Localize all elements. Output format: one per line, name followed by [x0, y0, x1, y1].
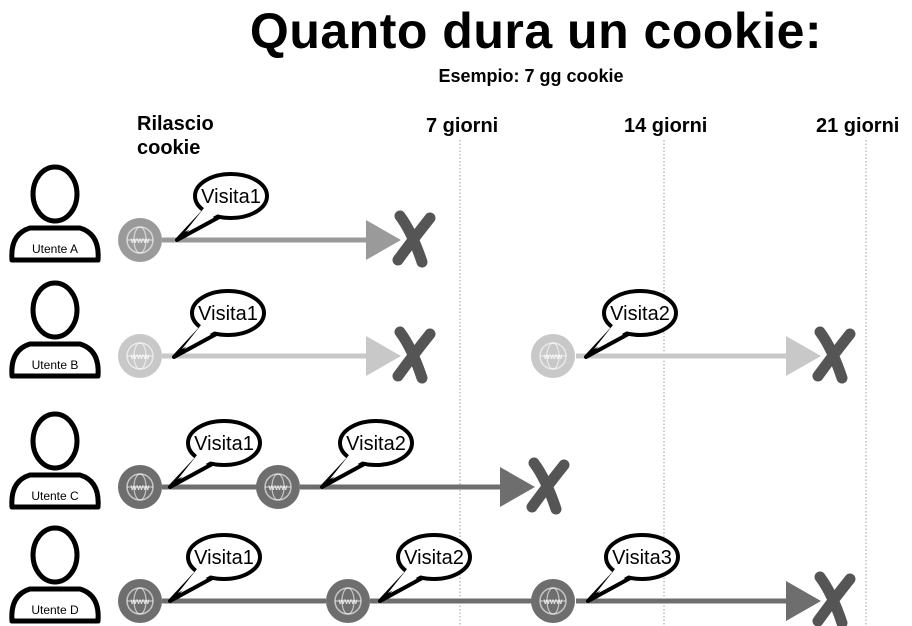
column-header-7-days: 7 giorni — [426, 115, 499, 137]
globe-text: www — [338, 597, 358, 606]
user-label: Utente B — [32, 358, 79, 372]
user-icon: Utente D — [9, 525, 101, 624]
visit-bubble: Visita2 — [320, 419, 414, 489]
visit-bubble: Visita1 — [175, 172, 269, 242]
user-body — [9, 341, 101, 379]
user-body — [9, 586, 101, 624]
user-head — [30, 525, 80, 585]
visit-label: Visita3 — [612, 547, 672, 569]
visit-label: Visita1 — [194, 433, 254, 455]
visit-bubble: Visita1 — [168, 533, 262, 603]
www-globe-icon: www — [531, 579, 575, 623]
www-globe-icon: www — [326, 579, 370, 623]
www-globe-icon: www — [118, 334, 162, 378]
globe-text: www — [130, 352, 150, 361]
bubble-body — [193, 172, 269, 220]
user-icon: Utente C — [9, 411, 101, 510]
visit-bubble: Visita3 — [586, 533, 680, 603]
user-icon: Utente B — [9, 280, 101, 379]
day-gridlines — [459, 140, 867, 626]
user-head — [30, 280, 80, 340]
user-body — [9, 472, 101, 510]
x-mark-icon — [392, 210, 436, 268]
www-globe-icon: www — [118, 465, 162, 509]
visit-label: Visita2 — [404, 547, 464, 569]
bubble-body — [604, 533, 680, 581]
visit-label: Visita2 — [610, 303, 670, 325]
www-globe-icon: www — [531, 334, 575, 378]
www-globe-icon: www — [118, 579, 162, 623]
x-mark-icon — [392, 326, 436, 384]
user-label: Utente C — [31, 489, 79, 503]
visit-bubble: Visita1 — [172, 289, 266, 359]
user-head — [30, 411, 80, 471]
user-body — [9, 225, 101, 263]
visit-label: Visita1 — [198, 303, 258, 325]
x-mark-icon — [526, 457, 570, 515]
visit-bubble: Visita2 — [584, 289, 678, 359]
www-globe-icon: www — [256, 465, 300, 509]
bubble-body — [190, 289, 266, 337]
globe-text: www — [543, 352, 563, 361]
x-mark-icon — [812, 571, 856, 626]
user-label: Utente A — [32, 242, 78, 256]
globe-text: www — [130, 483, 150, 492]
user-head — [30, 164, 80, 224]
column-header-21-days: 21 giorni — [816, 115, 900, 137]
user-label: Utente D — [31, 603, 79, 617]
release-line2: cookie — [137, 137, 201, 159]
visit-label: Visita2 — [346, 433, 406, 455]
column-header-14-days: 14 giorni — [624, 115, 708, 137]
user-icon: Utente A — [9, 164, 101, 263]
bubble-body — [186, 533, 262, 581]
www-globe-icon: www — [118, 218, 162, 262]
visit-bubble: Visita1 — [168, 419, 262, 489]
globe-text: www — [268, 483, 288, 492]
column-header-release: Rilascio cookie — [137, 112, 257, 160]
page-title: Quanto dura un cookie: — [249, 3, 823, 59]
visit-label: Visita1 — [194, 547, 254, 569]
subtitle: Esempio: 7 gg cookie — [438, 66, 624, 86]
bubble-body — [396, 533, 472, 581]
visit-label: Visita1 — [201, 186, 261, 208]
bubble-body — [338, 419, 414, 467]
bubble-body — [186, 419, 262, 467]
release-line1: Rilascio — [137, 113, 214, 135]
visit-bubble: Visita2 — [378, 533, 472, 603]
globe-text: www — [543, 597, 563, 606]
globe-text: www — [130, 597, 150, 606]
globe-text: www — [130, 236, 150, 245]
x-mark-icon — [812, 326, 856, 384]
bubble-body — [602, 289, 678, 337]
